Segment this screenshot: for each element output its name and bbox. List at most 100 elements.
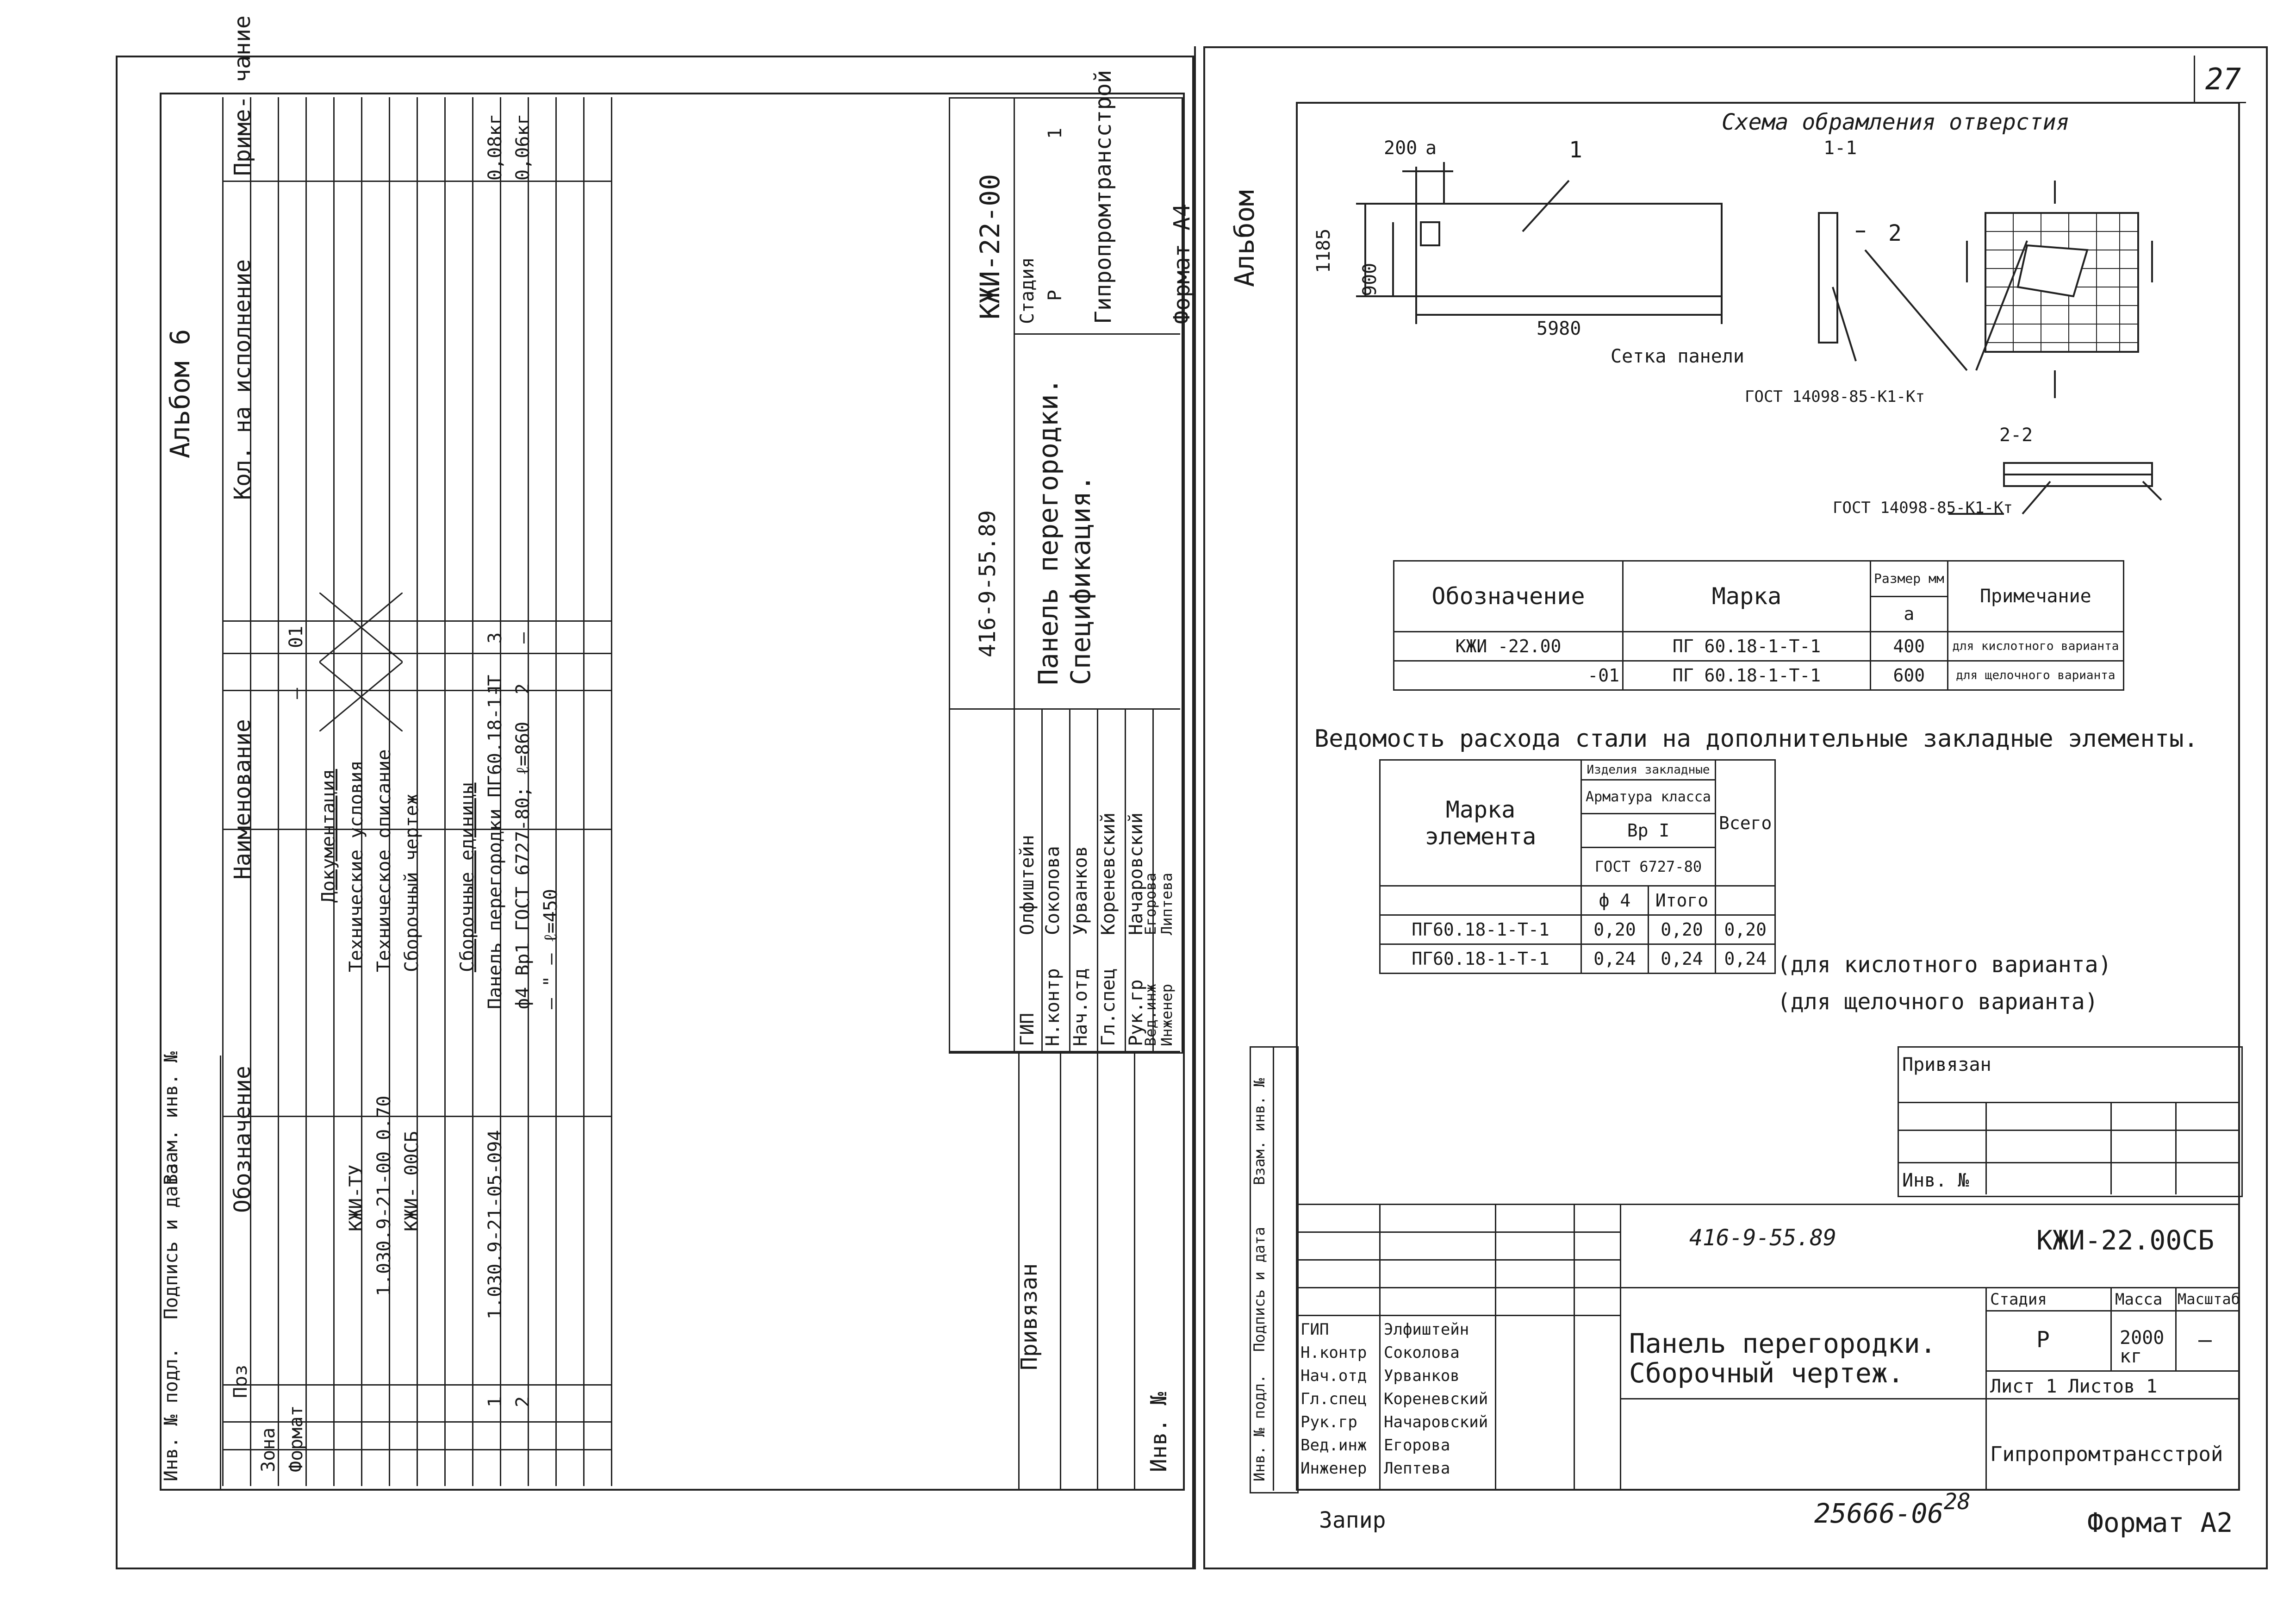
t2-cell: 0,24 <box>1714 943 1776 974</box>
steel-title: Ведомость расхода стали на дополнительны… <box>1314 725 2198 753</box>
r-signer-role: Н.контр <box>1300 1343 1367 1362</box>
t2-cell: 0,24 <box>1648 943 1716 974</box>
dim-a: a <box>1425 137 1437 159</box>
t1-cell: 400 <box>1870 631 1948 662</box>
qty-col-2: 01 <box>286 625 307 648</box>
signer-name: Олфиштейн <box>1017 835 1038 935</box>
t2-h-mark: Марка элемента <box>1379 759 1582 887</box>
right-sheet-border <box>1203 46 2268 1569</box>
t2-cell: 0,20 <box>1648 914 1716 945</box>
t1-h-size: Размер мм <box>1870 560 1948 597</box>
privyazan-box <box>1898 1046 2243 1197</box>
page-number: 27 <box>2205 62 2241 97</box>
crossed-cells <box>319 593 403 731</box>
t2-h-items: Изделия закладные <box>1580 759 1716 781</box>
spec-row-pos: 1 <box>485 1396 506 1407</box>
t2-h-total: Всего <box>1714 759 1776 887</box>
t1-cell: для щелочного варианта <box>1947 660 2125 691</box>
t2-note-2: (для щелочного варианта) <box>1777 989 2098 1015</box>
spec-header-note: Приме- чание <box>230 15 255 176</box>
inv-no-label: Инв. № <box>1902 1170 1969 1191</box>
spec-row-name: Панель перегородки ПГ60.18-1-Т <box>485 675 506 1009</box>
scheme-title: Схема обрамления отверстия <box>1722 109 2070 135</box>
stage-v: Р <box>2036 1327 2050 1353</box>
spec-row-designation: КЖИ-ТУ <box>346 1164 367 1232</box>
r-signer-role: Инженер <box>1300 1459 1367 1478</box>
left-privyazka-block <box>1018 1051 1182 1491</box>
spec-row-name: Техническое описание <box>373 749 395 972</box>
scale-v: — <box>2198 1327 2212 1353</box>
spec-row-name: ф4 Вр1 ГОСТ 6727-80; ℓ=860 <box>512 721 534 1009</box>
spec-header-pos: Поз <box>230 1364 251 1398</box>
left-sheet-border <box>116 56 1194 1569</box>
scale-h: Масштаб <box>2178 1290 2240 1308</box>
signer-role: Н.контр <box>1042 968 1064 1046</box>
signer-role: Нач.отд <box>1070 968 1091 1046</box>
signer-name: Урванков <box>1070 846 1091 935</box>
spec-header-designation: Обозначение <box>230 1066 255 1213</box>
dim-1185: 1185 <box>1313 228 1334 273</box>
dim-5980: 5980 <box>1537 318 1581 339</box>
spec-header-format: Формат <box>286 1405 307 1473</box>
t1-h-designation: Обозначение <box>1393 560 1624 632</box>
r-side-label-sign: Подпись и дата <box>1251 1227 1268 1352</box>
spec-row-pos: 2 <box>512 1396 534 1407</box>
side-label-inv: Инв. № подл. <box>161 1348 182 1481</box>
right-doc-code: КЖИ-22.00СБ <box>2036 1224 2215 1256</box>
mass-v: 2000 кг <box>2120 1327 2165 1367</box>
signer-role: Инженер <box>1158 984 1176 1046</box>
r-signer-name: Егорова <box>1384 1436 1450 1455</box>
left-privyazka: Привязан <box>1016 1263 1042 1370</box>
side-label-sign: Подпись и дата <box>161 1163 182 1319</box>
t1-h-a: a <box>1870 595 1948 632</box>
signer-role: Вед.инж <box>1142 984 1159 1046</box>
left-org: Гипропромтрансстрой <box>1090 69 1116 324</box>
t1-cell: -01 <box>1393 660 1624 691</box>
spec-row-q2: 3 <box>485 632 506 643</box>
t1-h-mark: Марка <box>1622 560 1871 632</box>
spec-header-name: Наименование <box>230 719 255 880</box>
stage-h: Стадия <box>1990 1290 2047 1309</box>
privyazan-label: Привязан <box>1902 1054 1991 1075</box>
dim-900: 900 <box>1359 262 1381 296</box>
left-title-code: 416-9-55.89 <box>975 510 1001 657</box>
right-org: Гипропромтрансстрой <box>1990 1443 2223 1466</box>
footer-num: 25666-06 <box>1814 1498 1944 1529</box>
pos-2: 2 <box>1888 220 1902 246</box>
sheet-text: Лист 1 Листов 1 <box>1990 1376 2158 1397</box>
spec-row-q1: 2 <box>512 683 534 694</box>
t2-cell: ПГ60.18-1-Т-1 <box>1379 943 1582 974</box>
spec-row-designation: 1.030.9-21-00 0.70 <box>373 1095 395 1296</box>
right-title-block <box>1296 1204 2240 1492</box>
r-signer-name: Лептева <box>1384 1459 1450 1478</box>
signer-name: Кореневский <box>1098 812 1119 935</box>
signer-name: Соколова <box>1042 846 1064 935</box>
left-inv-no: Инв. № <box>1146 1392 1172 1472</box>
t2-note-1: (для кислотного варианта) <box>1777 952 2112 978</box>
t2-h-vr: Вр I <box>1580 813 1716 848</box>
signer-role: ГИП <box>1017 1012 1038 1046</box>
qty-col-1: — <box>286 687 307 699</box>
left-format: Формат А4 <box>1169 203 1195 324</box>
r-signer-name: Соколова <box>1384 1343 1460 1362</box>
t1-h-note: Примечание <box>1947 560 2125 632</box>
r-signer-role: Гл.спец <box>1300 1390 1367 1408</box>
right-title-code: 416-9-55.89 <box>1689 1225 1836 1251</box>
section-1-1: 1-1 <box>1823 137 1857 159</box>
signer-name: Егорова <box>1142 873 1159 935</box>
spec-row-note: 0,06кг <box>512 113 534 181</box>
r-signer-name: Элфиштейн <box>1384 1320 1469 1339</box>
spec-row-name: Технические условия <box>346 760 367 972</box>
t2-h-itogo: Итого <box>1648 885 1716 916</box>
r-side-label-vzam: Взам. инв. № <box>1251 1078 1268 1185</box>
section-2-2: 2-2 <box>1999 425 2033 446</box>
r-signer-role: ГИП <box>1300 1320 1329 1339</box>
right-title-name: Панель перегородки. Сборочный чертеж. <box>1629 1328 1936 1389</box>
side-label-vzam: Взам. инв. № <box>161 1051 182 1185</box>
footer-page: 28 <box>1944 1489 1971 1515</box>
spec-row-note: 0,08кг <box>485 113 506 181</box>
spec-row-name: — " — ℓ=450 <box>540 889 561 1009</box>
spec-row-designation: КЖИ- 00СБ <box>401 1131 423 1231</box>
t1-cell: ПГ 60.18-1-Т-1 <box>1622 660 1871 691</box>
left-title-block <box>949 97 1183 1054</box>
